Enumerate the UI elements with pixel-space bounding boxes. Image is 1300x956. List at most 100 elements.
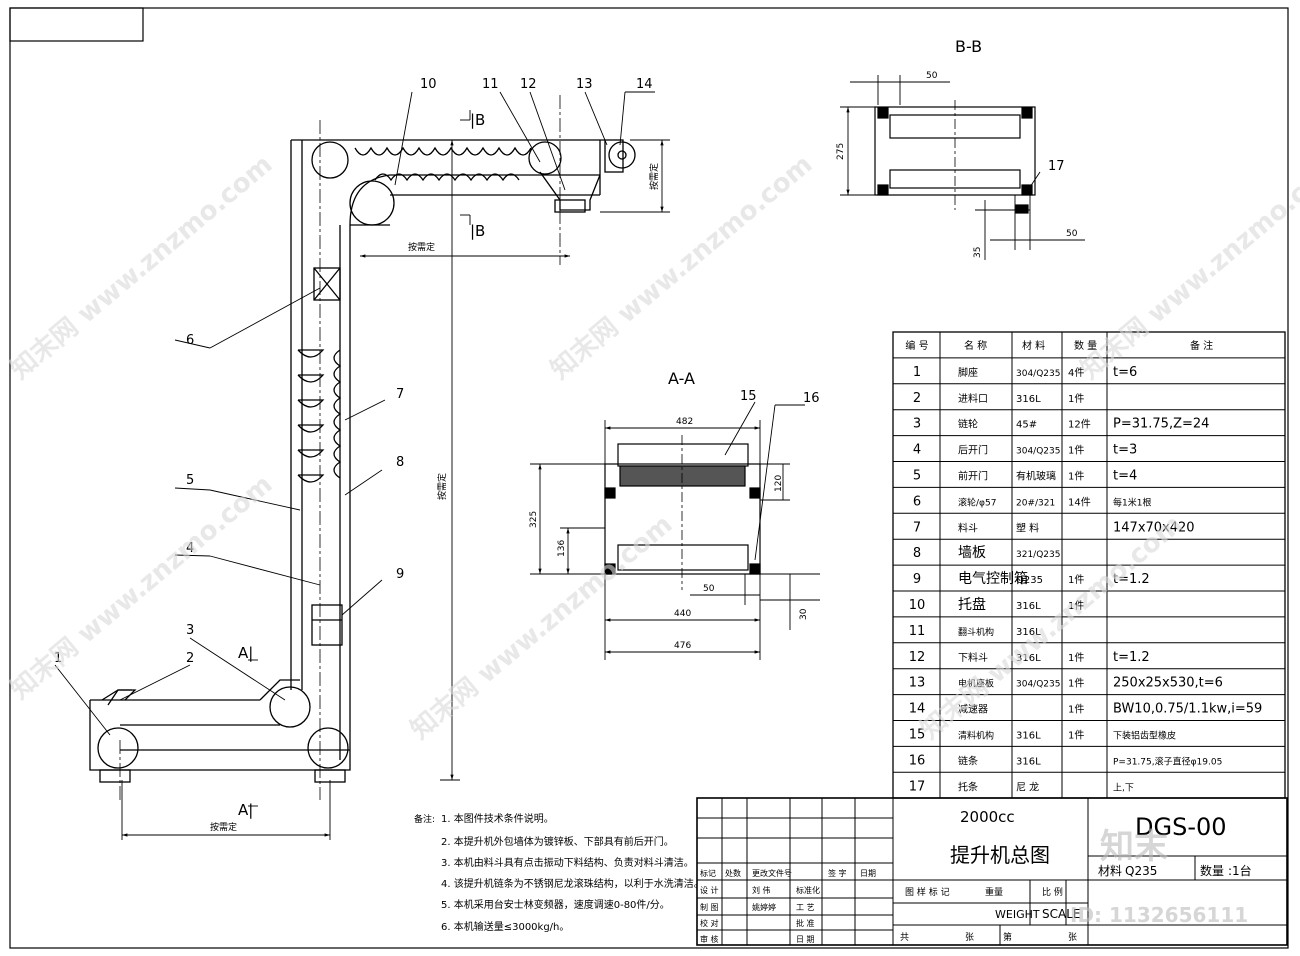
table-cell: 1件 <box>1068 574 1084 586</box>
corner-box <box>9 7 144 42</box>
table-cell: t=4 <box>1113 469 1137 484</box>
weight-en: WEIGHT <box>995 908 1040 921</box>
table-cell: 翻斗机构 <box>958 626 994 638</box>
table-cell: 8 <box>913 546 921 561</box>
table-cell: 减速器 <box>958 704 988 716</box>
technical-notes: 备注: 1. 本图件技术条件说明。 2. 本提升机外包墙体为镀锌板、下部具有前后… <box>414 812 704 933</box>
table-cell: 4 <box>913 443 921 458</box>
watermark-5: 知末网 www.znzmo.com <box>405 509 678 745</box>
table-cell: 4件 <box>1068 367 1084 379</box>
table-cell: 托盘 <box>958 596 986 613</box>
table-cell: 5 <box>913 469 921 484</box>
note-6: 6. 本机输送量≤3000kg/h。 <box>441 920 569 933</box>
table-cell: t=6 <box>1113 365 1137 380</box>
watermark-layer: 知末网 www.znzmo.com 知末网 www.znzmo.com 知末网 … <box>5 149 1300 927</box>
title-block-text: 2000cc 提升机总图 DGS-00 材料 Q235 数量 :1台 标记 处数… <box>700 808 1252 944</box>
table-cell: 20#/321 <box>1016 498 1055 508</box>
material-label: 材料 <box>1098 864 1122 878</box>
bb-view-title: B-B <box>955 37 982 56</box>
table-cell: 链条 <box>958 754 978 767</box>
sheet-label: 张 <box>965 932 974 943</box>
watermark-1: 知末网 www.znzmo.com <box>5 149 278 385</box>
aa-view-title: A-A <box>668 369 695 388</box>
table-header-cell: 编 号 <box>905 339 928 352</box>
table-cell: 脚座 <box>958 366 978 379</box>
table-cell: 1件 <box>1068 704 1084 716</box>
table-cell: 清料机构 <box>958 730 994 742</box>
drawing-number: DGS-00 <box>1135 813 1227 841</box>
balloon-3: 3 <box>186 623 194 638</box>
table-cell: 前开门 <box>958 470 988 483</box>
dim-by-setting-head: 按需定 <box>408 241 435 253</box>
dim-bb-bottom-35: 35 <box>973 247 983 258</box>
table-cell: 塑 料 <box>1016 521 1039 534</box>
dim-aa-440: 440 <box>674 609 691 619</box>
name-designer: 刘 伟 <box>752 885 771 895</box>
dim-aa-120: 120 <box>774 475 784 492</box>
approve-date: 日 期 <box>796 935 815 944</box>
bb-dimension-lines <box>840 75 1085 260</box>
table-cell: 有机玻璃 <box>1016 470 1056 483</box>
table-cell: 16 <box>909 753 926 768</box>
note-4: 4. 该提升机链条为不锈钢尼龙滚珠结构，以利于水洗清洁。 <box>441 877 704 890</box>
qty-label: 数量 <box>1200 863 1224 878</box>
rev-col-4: 签 字 <box>828 868 847 878</box>
role-review: 审 核 <box>700 934 719 944</box>
balloon-14: 14 <box>636 77 653 92</box>
table-cell: 1件 <box>1068 393 1084 405</box>
table-cell: 12件 <box>1068 419 1091 431</box>
dim-aa-482: 482 <box>676 417 693 427</box>
note-5: 5. 本机采用台安士林变频器，速度调速0-80件/分。 <box>441 898 670 911</box>
rev-col-3: 更改文件号 <box>752 868 792 878</box>
outer-frame <box>9 7 1289 949</box>
table-cell: 1件 <box>1068 730 1084 742</box>
table-cell: 1件 <box>1068 471 1084 483</box>
table-header-cell: 名 称 <box>964 339 987 352</box>
leader-lines <box>54 91 655 736</box>
table-header-cell: 材 料 <box>1022 339 1045 352</box>
scale-label: 比 例 <box>1042 886 1063 898</box>
drawing-title: 提升机总图 <box>950 843 1050 867</box>
table-cell: 316L <box>1016 653 1041 664</box>
table-cell: P=31.75,滚子直径φ19.05 <box>1113 755 1222 767</box>
table-cell: 尼 龙 <box>1016 780 1039 793</box>
table-cell: 316L <box>1016 601 1041 612</box>
table-cell: 14 <box>909 702 926 717</box>
notes-label: 备注: <box>414 813 435 825</box>
weight-label: 重量 <box>985 886 1003 898</box>
table-cell: 45# <box>1016 420 1037 431</box>
main-dimension-lines <box>121 110 670 840</box>
table-cell: 11 <box>909 624 926 639</box>
balloon-7: 7 <box>396 387 404 402</box>
approve-process: 工 艺 <box>796 903 815 912</box>
table-cell: 托条 <box>958 780 978 793</box>
table-cell: 下料斗 <box>958 651 988 664</box>
table-cell: 1件 <box>1068 652 1084 664</box>
table-cell: 17 <box>909 779 926 794</box>
sheet2-label: 张 <box>1068 932 1077 943</box>
balloon-10: 10 <box>420 77 437 92</box>
section-b-upper: |B <box>470 111 485 129</box>
note-3: 3. 本机由料斗具有点击振动下料结构、负责对料斗清洁。 <box>441 856 694 869</box>
table-cell: 147x70x420 <box>1113 520 1195 535</box>
table-cell: 墙板 <box>958 545 986 561</box>
scale-en: SCALE <box>1042 907 1080 921</box>
view-bb <box>874 100 1036 214</box>
balloon-8: 8 <box>396 455 404 470</box>
rev-col-2: 处数 <box>725 868 741 878</box>
section-a-upper: A| <box>238 644 253 662</box>
role-draft: 制 图 <box>700 902 719 912</box>
table-cell: 1件 <box>1068 445 1084 457</box>
dim-aa-50: 50 <box>703 584 715 594</box>
section-b-lower: |B <box>470 222 485 240</box>
table-cell: 下装铝齿型橡皮 <box>1113 730 1176 742</box>
name-drafter: 姚婷婷 <box>752 902 776 912</box>
table-cell: 电机座板 <box>958 678 994 690</box>
table-cell: 后开门 <box>958 444 988 457</box>
table-cell: 进料口 <box>958 392 988 405</box>
table-cell: P=31.75,Z=24 <box>1113 417 1209 432</box>
watermark-logo: 知末 <box>1100 827 1168 867</box>
balloon-17: 17 <box>1048 159 1065 174</box>
table-cell: 上,下 <box>1113 782 1134 793</box>
role-design: 设 计 <box>700 885 719 895</box>
